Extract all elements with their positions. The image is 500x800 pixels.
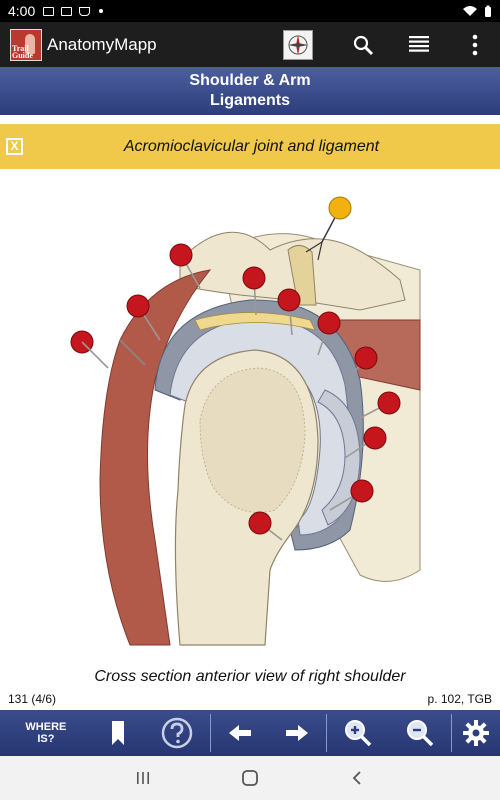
app-title: AnatomyMapp xyxy=(47,34,157,54)
compass-button[interactable] xyxy=(283,29,313,60)
pin-bursa[interactable] xyxy=(126,294,150,318)
cup-notification-icon xyxy=(79,6,91,16)
glenoid-cavity xyxy=(317,389,361,526)
compass-icon xyxy=(288,34,308,55)
pin-subacromial[interactable] xyxy=(277,288,301,312)
pin-articular-cartilage[interactable] xyxy=(377,391,401,415)
help-button[interactable] xyxy=(144,710,210,756)
system-navigation-bar xyxy=(0,756,500,800)
page-number: 131 (4/6) xyxy=(8,692,57,706)
app-bar: Trail Guide AnatomyMapp xyxy=(0,22,500,67)
bottom-toolbar: WHERE IS? xyxy=(0,710,500,756)
app-logo-text: Trail Guide xyxy=(12,43,33,60)
zoom-in-button[interactable] xyxy=(327,710,389,756)
settings-icon xyxy=(463,720,490,746)
pin-coracoacromial[interactable] xyxy=(242,266,266,290)
structure-name: Acromioclavicular joint and ligament xyxy=(123,137,380,155)
overflow-menu-button[interactable] xyxy=(460,30,490,60)
pin-acromioclavicular-ligament-selected[interactable] xyxy=(328,196,352,220)
list-icon xyxy=(409,35,429,52)
close-caption-button[interactable]: X xyxy=(6,138,23,155)
search-icon xyxy=(353,35,374,55)
structure-caption-bar: X Acromioclavicular joint and ligament xyxy=(0,124,500,169)
pin-synovial-membrane[interactable] xyxy=(248,511,272,535)
gallery-notification-icon xyxy=(61,6,73,16)
more-notifications-icon xyxy=(99,9,104,13)
toolbar-separator xyxy=(209,714,211,752)
section-title: Shoulder & Arm xyxy=(189,72,311,89)
back-icon[interactable] xyxy=(349,770,365,786)
pin-supraspinatus-tendon[interactable] xyxy=(317,311,341,335)
overflow-menu-icon xyxy=(472,34,478,55)
bookmark-button[interactable] xyxy=(92,710,144,756)
wifi-icon xyxy=(463,6,477,16)
settings-button[interactable] xyxy=(452,710,500,756)
humeral-head-spongy xyxy=(199,367,306,513)
section-subtitle: Ligaments xyxy=(209,92,290,109)
where-is-button[interactable]: WHERE IS? xyxy=(25,721,67,745)
acromioclavicular-joint xyxy=(287,245,317,306)
toolbar-separator xyxy=(451,714,453,752)
figure-caption: Cross section anterior view of right sho… xyxy=(94,668,406,685)
pin-acromion[interactable] xyxy=(169,243,193,267)
help-icon xyxy=(161,717,192,749)
subacromial-bursa xyxy=(194,312,316,331)
deltoid-muscle xyxy=(99,269,212,646)
arrow-right-icon xyxy=(286,725,309,741)
pin-glenoid-labrum[interactable] xyxy=(354,346,378,370)
app-logo[interactable]: Trail Guide xyxy=(10,28,42,61)
bookmark-icon xyxy=(111,721,124,745)
recent-apps-icon[interactable] xyxy=(135,770,151,786)
status-time: 4:00 xyxy=(8,3,36,19)
pin-joint-capsule[interactable] xyxy=(350,479,374,503)
pins xyxy=(70,196,401,541)
battery-icon xyxy=(485,5,491,17)
zoom-in-icon xyxy=(345,720,372,747)
image-notification-icon xyxy=(43,6,55,16)
zoom-out-button[interactable] xyxy=(389,710,451,756)
previous-button[interactable] xyxy=(211,710,269,756)
status-bar: 4:00 xyxy=(0,0,500,22)
pin-glenoid-cavity[interactable] xyxy=(363,426,387,450)
search-button[interactable] xyxy=(348,30,378,60)
page-reference: p. 102, TGB xyxy=(427,692,492,706)
toolbar-separator xyxy=(326,714,328,752)
home-icon[interactable] xyxy=(241,769,259,787)
anatomy-illustration xyxy=(70,196,421,646)
list-button[interactable] xyxy=(404,30,434,60)
zoom-out-icon xyxy=(407,720,434,747)
section-header: Shoulder & Arm Ligaments xyxy=(0,67,500,115)
next-button[interactable] xyxy=(268,710,326,756)
arrow-left-icon xyxy=(228,725,251,741)
